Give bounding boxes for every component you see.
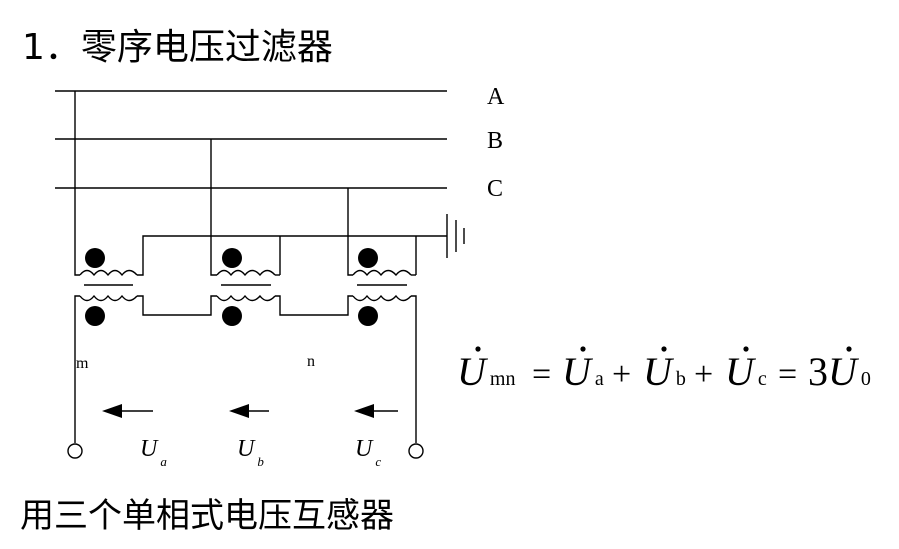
formula-coef: 3 xyxy=(808,349,828,394)
drop-wire-b xyxy=(210,139,217,276)
formula-eq2: = xyxy=(778,356,797,393)
secondary-left-wire xyxy=(74,295,80,443)
transformer-b xyxy=(216,269,276,302)
polarity-dot-b2 xyxy=(222,306,242,326)
polarity-dot-c1 xyxy=(358,248,378,268)
formula-plus1: + xyxy=(612,356,631,393)
phase-label-c: C xyxy=(487,176,503,202)
polarity-dot-a2 xyxy=(85,306,105,326)
transformer-c xyxy=(352,269,412,302)
terminal-label-m: m xyxy=(76,355,89,372)
primary-neutral-wire xyxy=(137,235,447,276)
arrow-a-head xyxy=(102,404,122,418)
secondary-link-bc xyxy=(275,295,353,316)
caption-text: 用三个单相式电压互感器 xyxy=(20,496,394,536)
secondary-link-ab xyxy=(137,295,217,316)
formula-eq1: = xyxy=(532,356,551,393)
terminal-label-n: n xyxy=(307,353,315,370)
page-title: 1．零序电压过滤器 xyxy=(22,27,333,68)
formula-dot-t2 xyxy=(661,346,667,352)
formula-dot-lhs xyxy=(475,346,481,352)
secondary-right-wire xyxy=(411,295,417,443)
drop-wire-a xyxy=(74,91,80,276)
formula-dot-t3 xyxy=(743,346,749,352)
formula-dot-t1 xyxy=(580,346,586,352)
ground-icon xyxy=(446,214,465,258)
arrow-b-head xyxy=(229,404,249,418)
polarity-dot-b1 xyxy=(222,248,242,268)
polarity-dot-a1 xyxy=(85,248,105,268)
transformer-a xyxy=(79,269,138,302)
phase-label-a: A xyxy=(487,84,505,110)
arrow-c-head xyxy=(354,404,374,418)
drop-wire-c xyxy=(347,188,353,276)
polarity-dot-c2 xyxy=(358,306,378,326)
terminal-left xyxy=(67,443,83,459)
formula-dot-rhs xyxy=(846,346,852,352)
phase-label-b: B xyxy=(487,128,503,154)
terminal-right xyxy=(408,443,424,459)
formula-plus2: + xyxy=(694,356,713,393)
